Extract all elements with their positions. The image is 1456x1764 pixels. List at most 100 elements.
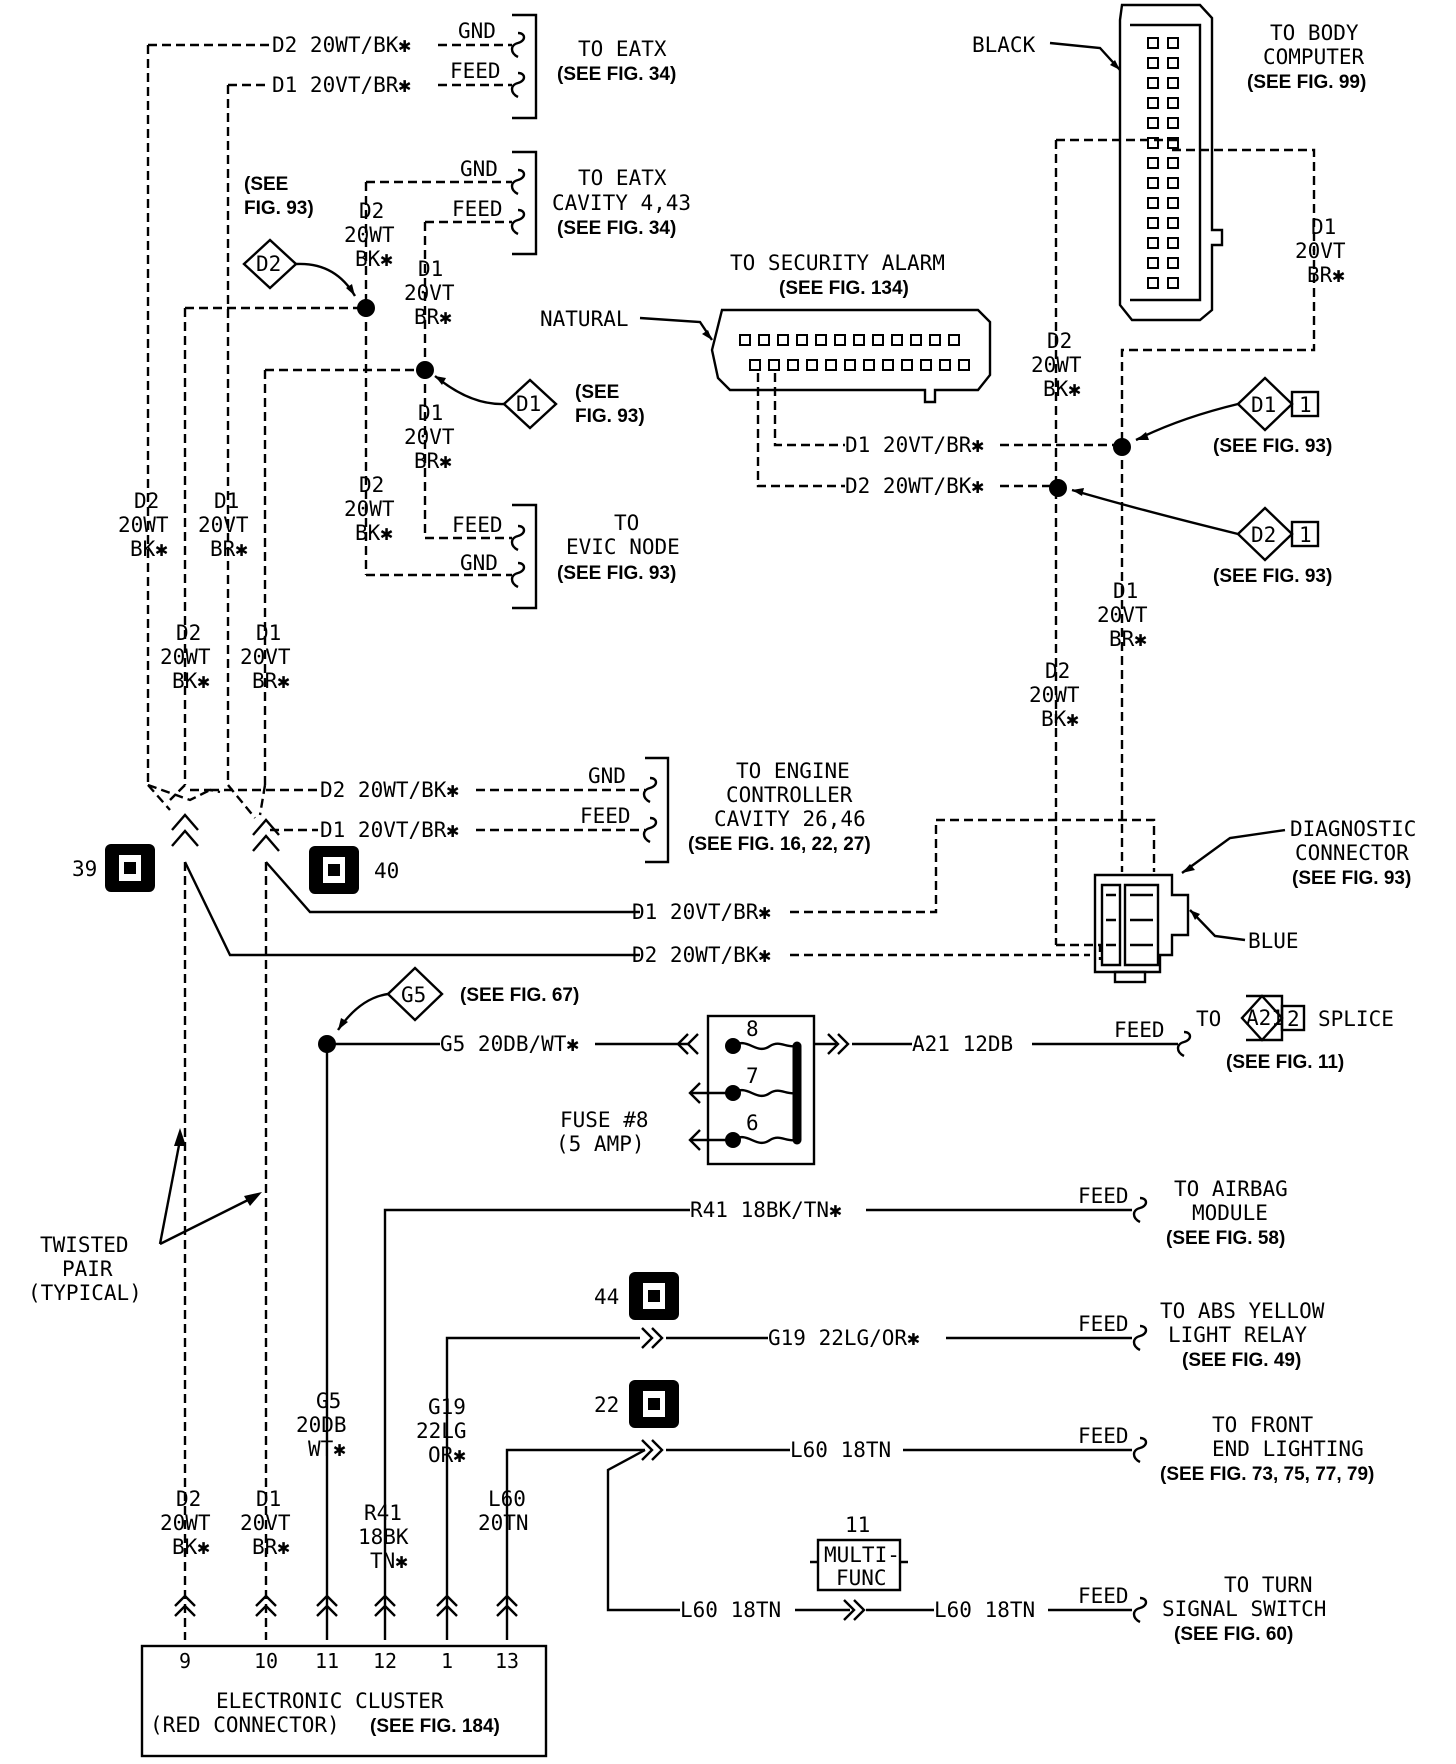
body-computer-pin xyxy=(1147,217,1159,229)
fuse-pin-7: 7 xyxy=(746,1064,759,1088)
body-computer-pin xyxy=(1167,77,1179,89)
abs-wire: G19 22LG/OR✱ xyxy=(768,1326,920,1350)
abs-block: 44 G19 22LG/OR✱ FEED TO ABS YELLOW LIGHT… xyxy=(416,1272,1325,1640)
cluster-pin-number: 1 xyxy=(441,1649,453,1673)
evic-ref: (SEE FIG. 93) xyxy=(557,563,676,584)
security-pin-top xyxy=(834,334,846,346)
security-pin-top xyxy=(815,334,827,346)
body-ref: (SEE FIG. 99) xyxy=(1247,72,1366,93)
turn-title-2: SIGNAL SWITCH xyxy=(1162,1597,1326,1621)
wire-wt-b: 20WT xyxy=(344,497,395,521)
ground-22: 22 xyxy=(594,1393,619,1417)
security-pin-top xyxy=(739,334,751,346)
eatx2-ref: (SEE FIG. 34) xyxy=(557,218,676,239)
twist-points: 39 40 xyxy=(72,784,640,957)
fuse-ref: (SEE FIG. 11) xyxy=(1226,1052,1344,1073)
security-pin-bottom xyxy=(882,359,894,371)
cluster-pin-number: 12 xyxy=(373,1649,397,1673)
security-pin-top xyxy=(929,334,941,346)
svg-text:BK✱: BK✱ xyxy=(1043,377,1081,401)
engine-title-3: CAVITY 26,46 xyxy=(714,807,866,831)
body-computer-pin xyxy=(1147,157,1159,169)
svg-text:D1: D1 xyxy=(1113,579,1138,603)
ground-39: 39 xyxy=(72,857,97,881)
g5-block: G5 (SEE FIG. 67) G5 20DB/WT✱ G5 20DB WT✱ xyxy=(296,966,700,1640)
svg-text:18BK: 18BK xyxy=(358,1525,409,1549)
svg-text:20WT: 20WT xyxy=(1029,683,1080,707)
body-computer-connector: TO BODY COMPUTER (SEE FIG. 99) BLACK D1 … xyxy=(972,3,1366,945)
svg-text:BR✱: BR✱ xyxy=(1109,627,1147,651)
diag-d2-wire: D2 20WT/BK✱ xyxy=(632,943,771,967)
eatx-block-2: GND FEED TO EATX CAVITY 4,43 (SEE FIG. 3… xyxy=(364,150,691,370)
evic-gnd: GND xyxy=(460,551,498,575)
body-computer-pin xyxy=(1167,117,1179,129)
body-computer-pin xyxy=(1147,197,1159,209)
body-title-1: TO BODY xyxy=(1270,21,1359,45)
eatx2-title-1: TO EATX xyxy=(578,166,667,190)
cluster-pin-number: 10 xyxy=(254,1649,278,1673)
wire-d2-b: D2 xyxy=(359,473,384,497)
left-trunk-labels: D2 20WT BK✱ D1 20VT BR✱ D2 20WT BK✱ D1 2… xyxy=(118,489,291,693)
cluster-pin-number: 9 xyxy=(179,1649,191,1673)
front-title-2: END LIGHTING xyxy=(1212,1437,1364,1461)
eatx-block-1: D2 20WT/BK✱ D1 20VT/BR✱ GND FEED TO EATX… xyxy=(146,13,676,785)
eatx2-title-2: CAVITY 4,43 xyxy=(552,191,691,215)
abs-feed: FEED xyxy=(1078,1312,1129,1336)
splice-r-d2-ref: (SEE FIG. 93) xyxy=(1213,566,1332,587)
turn-ref: (SEE FIG. 60) xyxy=(1174,1624,1293,1645)
multi-label-2: FUNC xyxy=(836,1566,887,1590)
security-pin-top xyxy=(853,334,865,346)
svg-text:20VT: 20VT xyxy=(198,513,249,537)
svg-text:D2: D2 xyxy=(134,489,159,513)
splice-see-1: (SEE xyxy=(244,174,288,195)
airbag-block: R41 18BK/TN✱ FEED TO AIRBAG MODULE (SEE … xyxy=(358,1177,1288,1640)
security-pin-bottom xyxy=(749,359,761,371)
security-pin-bottom xyxy=(920,359,932,371)
svg-text:R41: R41 xyxy=(364,1501,402,1525)
cluster-pin-number: 13 xyxy=(495,1649,519,1673)
eatx-gnd: GND xyxy=(458,19,496,43)
splice-d1-see-1: (SEE xyxy=(575,382,619,403)
front-feed: FEED xyxy=(1078,1424,1129,1448)
fuse-label-1: FUSE #8 xyxy=(560,1108,649,1132)
cluster-title-1: ELECTRONIC CLUSTER xyxy=(216,1689,444,1713)
evic-block: FEED GND TO EVIC NODE (SEE FIG. 93) xyxy=(366,503,680,610)
svg-text:22LG: 22LG xyxy=(416,1419,467,1443)
svg-text:20TN: 20TN xyxy=(478,1511,529,1535)
svg-text:BR✱: BR✱ xyxy=(210,537,248,561)
fuse-splice-word: SPLICE xyxy=(1318,1007,1394,1031)
twisted-line-2: PAIR xyxy=(62,1257,113,1281)
body-computer-pin xyxy=(1147,57,1159,69)
turn-title-1: TO TURN xyxy=(1224,1573,1313,1597)
body-computer-pin xyxy=(1147,237,1159,249)
body-computer-pin xyxy=(1167,157,1179,169)
svg-text:20VT: 20VT xyxy=(1295,239,1346,263)
diag-color: BLUE xyxy=(1248,929,1299,953)
diag-ref: (SEE FIG. 93) xyxy=(1292,868,1411,889)
airbag-ref: (SEE FIG. 58) xyxy=(1166,1228,1285,1249)
eatx-title: TO EATX xyxy=(578,37,667,61)
svg-text:D1: D1 xyxy=(1311,215,1336,239)
splice-left: (SEE FIG. 93) D2 D2 20WT BK✱ D1 20VT BR✱… xyxy=(183,174,645,785)
security-title: TO SECURITY ALARM xyxy=(730,251,945,275)
security-color: NATURAL xyxy=(540,307,629,331)
wire-d2: D2 xyxy=(359,199,384,223)
fuse-feed: FEED xyxy=(1114,1018,1165,1042)
svg-text:WT✱: WT✱ xyxy=(308,1437,346,1461)
security-pin-bottom xyxy=(863,359,875,371)
airbag-title-1: TO AIRBAG xyxy=(1174,1177,1288,1201)
splice-d1-see-2: FIG. 93) xyxy=(575,406,645,427)
eatx-ref: (SEE FIG. 34) xyxy=(557,64,676,85)
svg-text:G19: G19 xyxy=(428,1395,466,1419)
security-ref: (SEE FIG. 134) xyxy=(779,278,909,299)
body-computer-pin xyxy=(1147,37,1159,49)
eatx-feed: FEED xyxy=(450,59,501,83)
svg-text:BK✱: BK✱ xyxy=(172,669,210,693)
svg-text:20WT: 20WT xyxy=(1031,353,1082,377)
cluster-pin-number: 11 xyxy=(315,1649,339,1673)
splice-r-d1: D1 xyxy=(1251,393,1276,417)
fuse-splice-id: A21 xyxy=(1246,1006,1284,1030)
body-computer-pin xyxy=(1167,217,1179,229)
turn-wire-in: L60 18TN xyxy=(680,1598,781,1622)
